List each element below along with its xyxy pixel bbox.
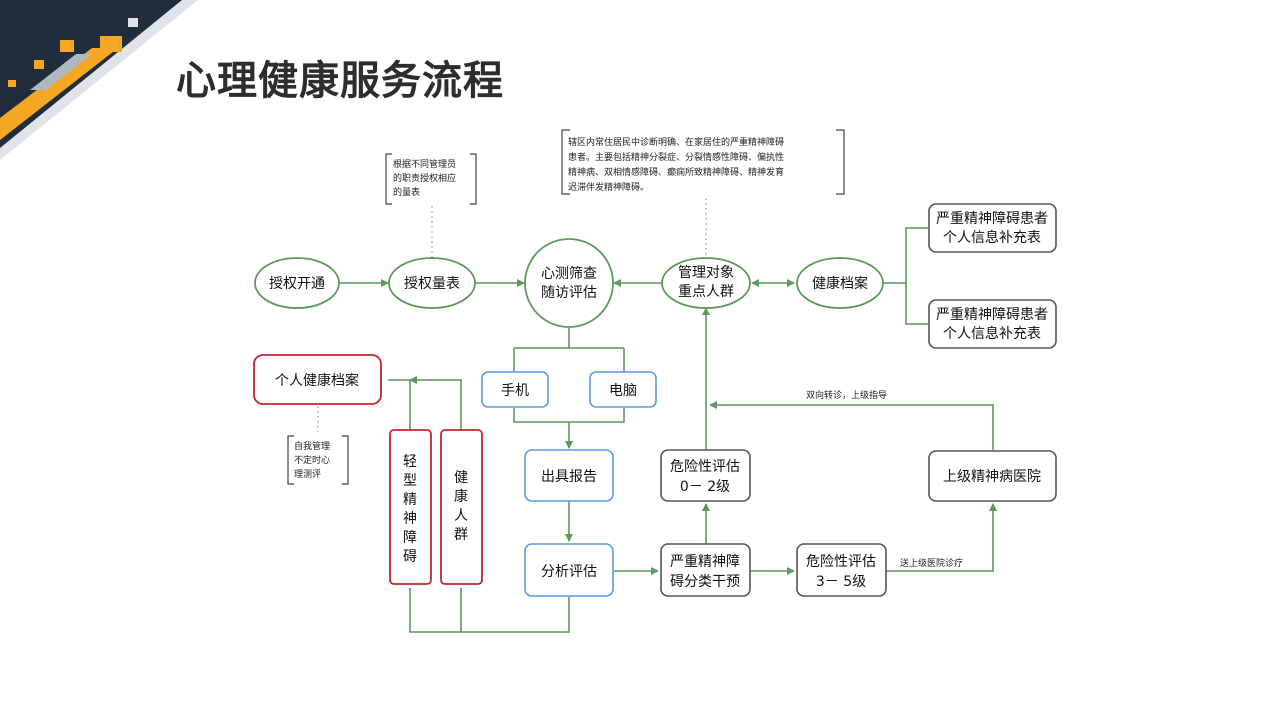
svg-text:个人信息补充表: 个人信息补充表 (943, 325, 1041, 342)
svg-text:电脑: 电脑 (609, 383, 637, 399)
edge-label-send-up: 送上级医院诊疗 (900, 557, 963, 569)
svg-text:3－ 5级: 3－ 5级 (816, 574, 866, 590)
node-hospital: 上级精神病医院 (928, 450, 1057, 502)
svg-text:管理对象: 管理对象 (678, 265, 734, 281)
edge-label-referral: 双向转诊，上级指导 (806, 389, 887, 401)
connectors (340, 227, 997, 633)
node-analysis: 分析评估 (524, 543, 614, 597)
node-supplement-1: 严重精神障碍患者 个人信息补充表 (928, 203, 1057, 253)
edge-groups-to-personal-file (388, 380, 462, 430)
note-population (561, 129, 845, 195)
svg-text:健康人群: 健康人群 (454, 470, 468, 543)
node-report: 出具报告 (524, 449, 614, 502)
svg-text:碍分类干预: 碍分类干预 (670, 574, 740, 590)
svg-text:严重精神障碍患者: 严重精神障碍患者 (936, 307, 1048, 323)
note-scale (385, 153, 477, 205)
corner-decoration (0, 0, 198, 160)
svg-text:轻型精神障碍: 轻型精神障碍 (403, 454, 417, 565)
node-severe-intervention: 严重精神障 碍分类干预 (660, 543, 751, 597)
node-auth-scale: 授权量表 (388, 257, 476, 309)
svg-text:上级精神病医院: 上级精神病医院 (943, 469, 1041, 485)
edge-devices-to-report (513, 408, 625, 448)
node-mild-disorder: 轻型精神障碍 (389, 429, 432, 585)
svg-text:重点人群: 重点人群 (678, 284, 734, 300)
note-scale-text: 根据不同管理员 的职责授权相应 的量表 (393, 158, 459, 198)
node-risk-low: 危险性评估 0－ 2级 (660, 449, 751, 502)
svg-text:危险性评估: 危险性评估 (670, 459, 740, 475)
svg-text:随访评估: 随访评估 (541, 285, 597, 301)
node-managed-population: 管理对象 重点人群 (661, 257, 751, 309)
node-auth-open: 授权开通 (254, 257, 340, 309)
edge-analysis-to-groups (409, 588, 570, 633)
svg-text:分析评估: 分析评估 (541, 564, 597, 580)
svg-text:危险性评估: 危险性评估 (806, 554, 876, 570)
note-population-text: 辖区内常住居民中诊断明确、在家居住的严重精神障碍 患者。主要包括精神分裂症、分裂… (568, 136, 787, 193)
svg-text:手机: 手机 (501, 383, 529, 399)
note-connectors (317, 198, 707, 432)
svg-text:严重精神障: 严重精神障 (670, 554, 740, 570)
edge-healthfile-supplements (880, 227, 928, 325)
node-personal-file: 个人健康档案 (253, 354, 382, 405)
edge-risk-high-to-hospital (886, 503, 997, 572)
svg-text:个人健康档案: 个人健康档案 (275, 372, 359, 389)
svg-text:0－ 2级: 0－ 2级 (680, 479, 730, 495)
svg-text:授权开通: 授权开通 (269, 276, 325, 292)
svg-text:个人信息补充表: 个人信息补充表 (943, 229, 1041, 246)
edge-hospital-referral (709, 401, 994, 450)
node-computer: 电脑 (589, 371, 657, 408)
node-phone: 手机 (481, 371, 549, 408)
svg-text:出具报告: 出具报告 (541, 469, 597, 485)
node-healthy-population: 健康人群 (440, 429, 483, 585)
svg-text:严重精神障碍患者: 严重精神障碍患者 (936, 211, 1048, 227)
node-supplement-2: 严重精神障碍患者 个人信息补充表 (928, 299, 1057, 349)
svg-text:心测筛查: 心测筛查 (541, 266, 597, 282)
note-self-test (287, 435, 349, 485)
svg-text:健康档案: 健康档案 (812, 275, 868, 292)
node-risk-high: 危险性评估 3－ 5级 (796, 543, 887, 597)
slide-title: 心理健康服务流程 (176, 58, 504, 104)
node-health-file: 健康档案 (796, 257, 884, 309)
edge-screening-to-devices (513, 328, 625, 372)
node-screening: 心测筛查 随访评估 (524, 238, 614, 328)
note-self-test-text: 自我管理 不定时心 理测评 (294, 440, 333, 480)
svg-text:授权量表: 授权量表 (404, 276, 460, 292)
